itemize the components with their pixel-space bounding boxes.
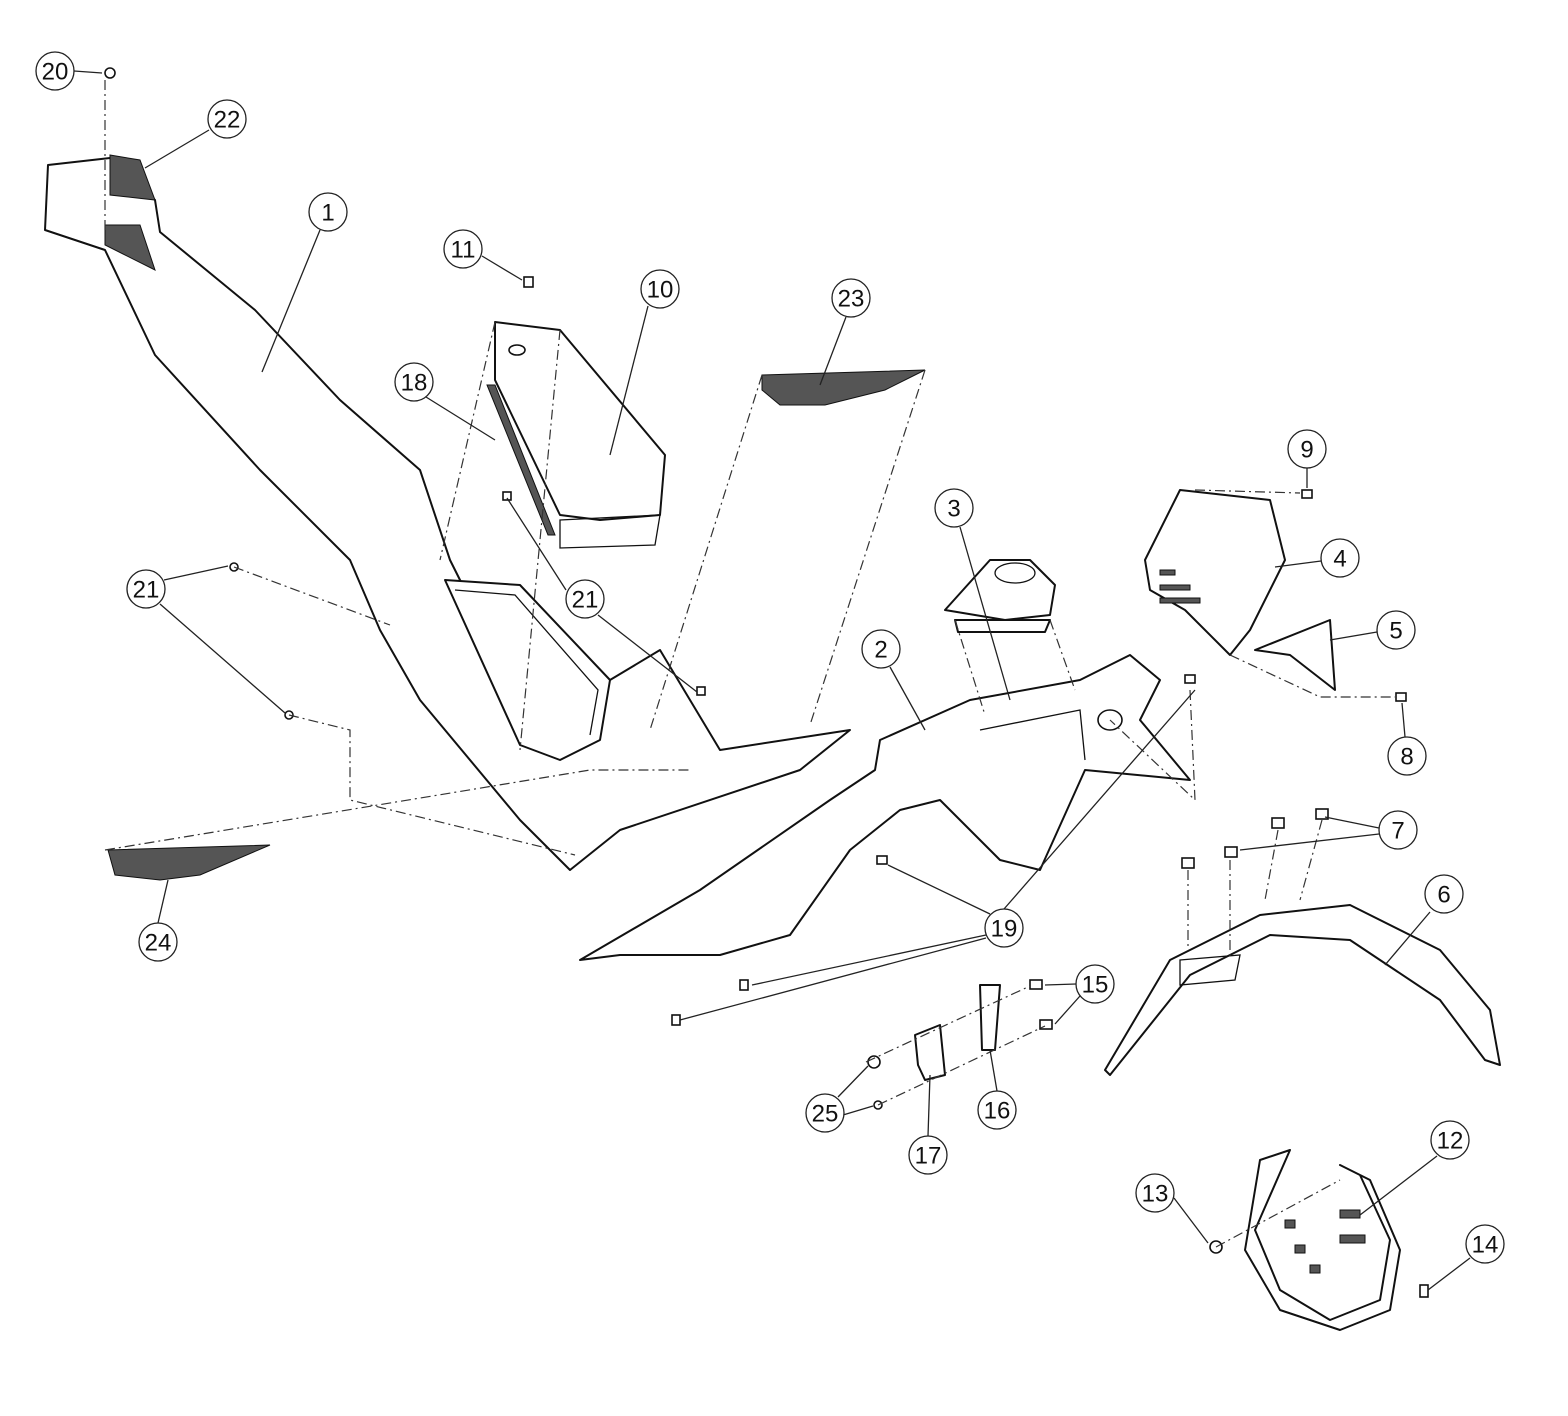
callout-18: 18 [394, 362, 434, 402]
callout-17: 17 [908, 1135, 948, 1175]
callout-circle [831, 278, 871, 318]
callout-circle [1287, 429, 1327, 469]
callout-13: 13 [1135, 1173, 1175, 1213]
part-decal-23 [761, 369, 926, 406]
callout-number: 25 [812, 1101, 839, 1128]
callout-3: 3 [934, 488, 974, 528]
callout-circle [1378, 810, 1418, 850]
callout-number: 2 [874, 637, 887, 664]
callout-5: 5 [1376, 610, 1416, 650]
callout-number: 20 [42, 59, 69, 86]
callout-6: 6 [1424, 874, 1464, 914]
callout-circle [126, 569, 166, 609]
assembly-lines [104, 80, 1395, 1248]
callout-circle [1424, 874, 1464, 914]
callout-circle [1135, 1173, 1175, 1213]
callout-number: 16 [984, 1098, 1011, 1125]
callout-24: 24 [138, 922, 178, 962]
callout-number: 21 [133, 577, 160, 604]
callout-20: 20 [35, 51, 75, 91]
part-side-fairing [44, 157, 851, 871]
callout-number: 22 [214, 107, 241, 134]
callout-8: 8 [1387, 736, 1427, 776]
callout-number: 18 [401, 370, 428, 397]
callout-9: 9 [1287, 429, 1327, 469]
callout-circle [1376, 610, 1416, 650]
callout-circle [207, 99, 247, 139]
part-cover-10 [486, 321, 666, 549]
part-side-cover-4 [1144, 489, 1336, 691]
callout-21: 21 [565, 579, 605, 619]
callout-circle [805, 1093, 845, 1133]
callout-14: 14 [1465, 1224, 1505, 1264]
callout-number: 8 [1400, 744, 1413, 771]
callout-circle [394, 362, 434, 402]
callout-16: 16 [977, 1090, 1017, 1130]
callout-circle [1465, 1224, 1505, 1264]
fasteners [104, 67, 1429, 1298]
callout-number: 23 [838, 286, 865, 313]
callout-22: 22 [207, 99, 247, 139]
callout-circle [1320, 538, 1360, 578]
callout-number: 3 [947, 496, 960, 523]
callout-circle [861, 629, 901, 669]
callout-number: 9 [1300, 437, 1313, 464]
callout-23: 23 [831, 278, 871, 318]
callout-number: 17 [915, 1143, 942, 1170]
callout-circle [138, 922, 178, 962]
callout-7: 7 [1378, 810, 1418, 850]
callout-circle [1075, 964, 1115, 1004]
callout-number: 5 [1389, 618, 1402, 645]
leader-lines [73, 70, 1471, 1291]
callout-number: 19 [991, 916, 1018, 943]
callout-number: 4 [1333, 546, 1346, 573]
callout-21: 21 [126, 569, 166, 609]
callout-number: 14 [1472, 1232, 1499, 1259]
callout-number: 13 [1142, 1181, 1169, 1208]
part-tank-cover-2 [579, 654, 1191, 961]
callout-15: 15 [1075, 964, 1115, 1004]
callout-1: 1 [308, 192, 348, 232]
callout-number: 11 [451, 237, 476, 264]
callout-number: 6 [1437, 882, 1450, 909]
callout-circle [443, 229, 483, 269]
callout-number: 12 [1437, 1128, 1464, 1155]
callout-number: 15 [1082, 972, 1109, 999]
callout-19: 19 [984, 908, 1024, 948]
callout-circle [1387, 736, 1427, 776]
callout-circle [308, 192, 348, 232]
part-bracket-16 [979, 984, 1001, 1051]
callout-circle [35, 51, 75, 91]
callout-circle [565, 579, 605, 619]
callout-12: 12 [1430, 1120, 1470, 1160]
callout-25: 25 [805, 1093, 845, 1133]
callout-number: 21 [572, 587, 599, 614]
part-filler-3 [944, 559, 1056, 633]
part-bracket-17 [914, 1024, 946, 1081]
callout-11: 11 [443, 229, 483, 269]
callout-10: 10 [640, 269, 680, 309]
callout-circle [934, 488, 974, 528]
callout-number: 10 [647, 277, 674, 304]
callout-circle [908, 1135, 948, 1175]
part-disc-guard-12 [1244, 1149, 1401, 1331]
callout-circle [640, 269, 680, 309]
callout-number: 1 [321, 200, 334, 227]
callout-circle [977, 1090, 1017, 1130]
callout-circle [1430, 1120, 1470, 1160]
callout-circle [984, 908, 1024, 948]
callout-number: 7 [1391, 818, 1404, 845]
callout-2: 2 [861, 629, 901, 669]
callout-number: 24 [145, 930, 172, 957]
part-decal-24 [107, 844, 271, 881]
part-fender-6 [1104, 904, 1501, 1076]
part-decal-22 [104, 154, 156, 271]
callout-4: 4 [1320, 538, 1360, 578]
